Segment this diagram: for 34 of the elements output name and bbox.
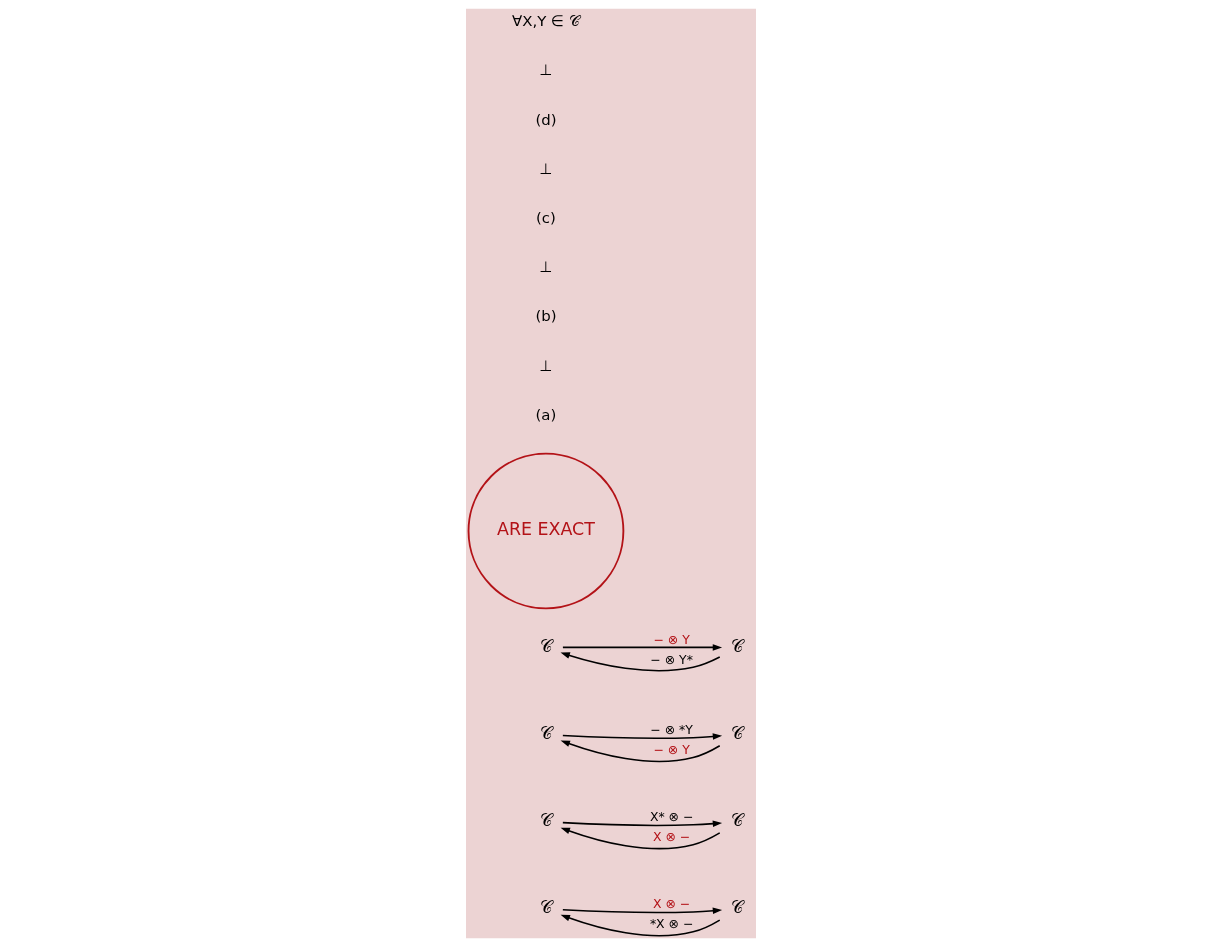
node-text: 𝒞 [730,635,743,656]
node-text: 𝒞 [730,809,743,830]
edge-label: X ⊗ − [652,828,690,844]
node-text: 𝒞 [539,897,552,918]
label: ∀X,Y ∈ 𝒞 [511,12,580,31]
node-circle: ARE EXACT [467,452,624,610]
arrow [560,652,721,672]
label: (b) [534,307,557,326]
arrow [561,733,722,740]
label: ⊥ [538,258,552,277]
edge-label: − ⊗ Y [652,631,690,647]
edge-label: X* ⊗ − [649,809,693,825]
edge-label: − ⊗ Y* [649,651,693,667]
node-text: 𝒞 [539,809,552,830]
arrow [561,820,722,827]
label: ⊥ [538,61,552,80]
edge-label: − ⊗ Y [652,741,690,757]
label: ⊥ [538,356,552,375]
node-text: 𝒞 [730,897,743,918]
label: (c) [535,209,556,228]
edge-label: − ⊗ *Y [649,721,693,737]
arrow [561,907,722,915]
arrow [560,740,720,763]
arrow [560,827,720,850]
label: ⊥ [538,159,552,178]
node-text: 𝒞 [730,722,743,743]
arrow [561,644,722,651]
node-text: 𝒞 [539,635,552,656]
node-text: 𝒞 [539,722,552,743]
edge-label: *X ⊗ − [649,916,693,932]
label: (a) [535,405,556,424]
arrow [560,914,720,937]
label: (d) [534,110,557,129]
edge-label: X ⊗ − [652,896,690,912]
